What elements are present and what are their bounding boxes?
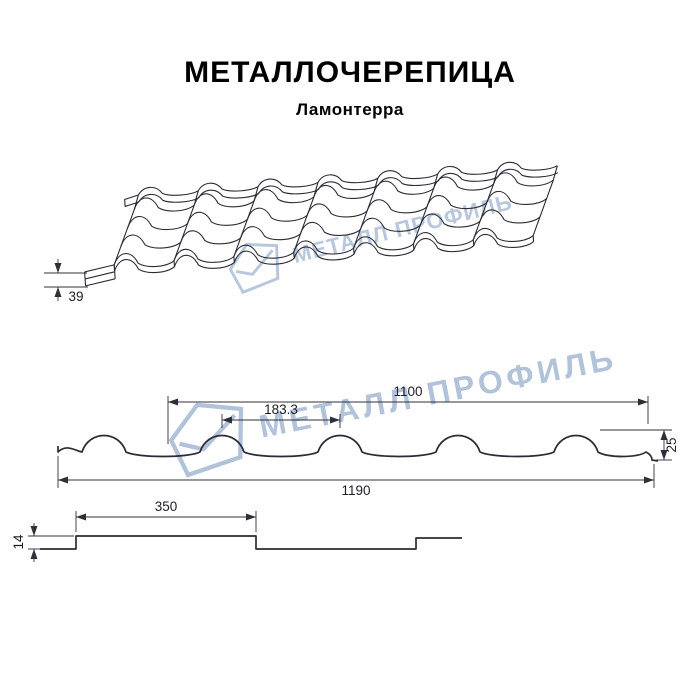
page-title: МЕТАЛЛОЧЕРЕПИЦА [184,56,516,89]
profile-view [57,434,659,462]
dim-overall-width: 1190 [57,456,655,498]
dim-eave-height: 39 [44,259,88,304]
module-view [40,535,462,550]
dim-label-183.3: 183.3 [264,402,298,417]
dim-module-length: 350 [75,499,257,532]
dim-label-25: 25 [664,437,679,452]
perspective-view [84,158,559,287]
dim-label-350: 350 [155,499,178,514]
dim-step-height: 14 [11,523,74,562]
dim-label-39: 39 [68,289,83,304]
dim-useful-width: 1100 [167,384,649,444]
dim-wave-step: 183.3 [221,402,341,428]
dim-label-1100: 1100 [393,384,422,399]
metal-profil-logo-icon [168,402,244,478]
dim-label-1190: 1190 [341,483,370,498]
watermark-logo-middle: МЕТАЛЛ ПРОФИЛЬ [162,322,623,480]
page-subtitle: Ламонтерра [296,100,404,119]
dim-label-14: 14 [11,534,26,550]
dim-profile-height: 25 [600,429,679,461]
